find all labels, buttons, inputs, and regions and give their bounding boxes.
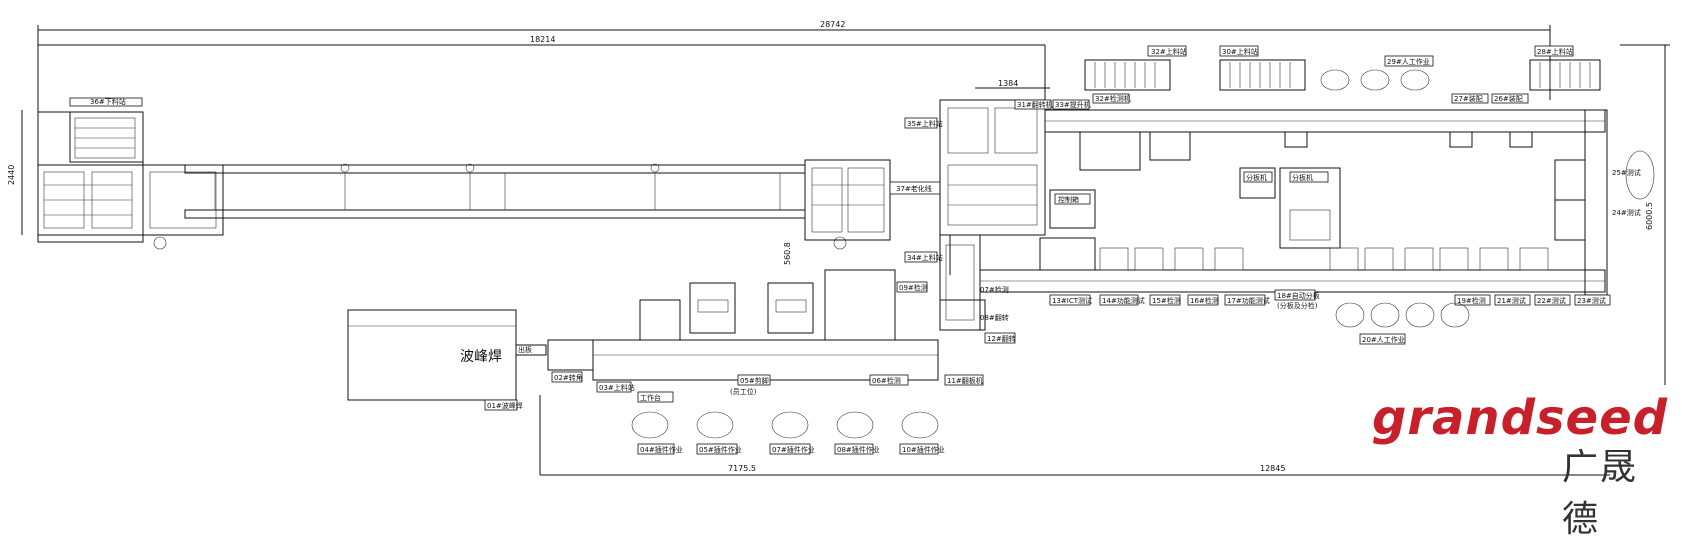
lower-section: 波峰焊 01#波峰焊 出板 02#转角 03#上料站 05#剪脚 06#检测 (…	[347, 269, 1610, 476]
label-lower-section-1: 02#转角	[554, 373, 583, 382]
line-layout-diagram: 28742 18214 2440 36#下料站	[7, 20, 1670, 476]
label-lower-section-5: 07#检测	[980, 285, 1009, 294]
lower-loop: 13#ICT测试 14#功能测试 15#检测 16#检测 17#功能测试 18#…	[979, 237, 1611, 345]
dim-right-height: 6000.5	[1645, 202, 1654, 230]
label-upper-5: 31#翻转机	[1017, 100, 1053, 109]
overall-dimension: 28742	[37, 20, 1551, 230]
dim-left-height: 2440	[7, 165, 16, 185]
label-lower-section-2: 03#上料站	[599, 383, 635, 392]
dim-vertical-small: 560.8	[783, 242, 792, 265]
label-lower-5: 17#功能测试	[1227, 296, 1270, 305]
brand-logo: grandseed 广晟德	[1372, 390, 1672, 540]
label-lower-11: 20#人工作业	[1362, 335, 1405, 344]
label-unloader: 36#下料站	[90, 97, 126, 106]
dim-overall-length: 28742	[820, 20, 845, 29]
label-lower-section-3: 05#剪脚	[740, 376, 769, 385]
label-lower-sub: (分板及分检)	[1277, 301, 1318, 310]
label-small-tag: 出板	[518, 345, 532, 354]
label-lower-8: 21#测试	[1497, 296, 1526, 305]
label-lower-loader: 34#上料站	[907, 253, 943, 262]
label-upper-3: 29#人工作业	[1387, 57, 1430, 66]
label-lower-3: 15#检测	[1152, 296, 1181, 305]
label-aging: 37#老化线	[896, 184, 932, 193]
label-lower-section-7: 11#翻板机	[947, 376, 983, 385]
right-loop-end: 6000.5 25#测试 24#测试	[1554, 44, 1670, 385]
label-lower-2: 14#功能测试	[1102, 296, 1145, 305]
label-upper-1: 32#上料站	[1151, 47, 1187, 56]
label-lower-section-4: 06#检测	[872, 376, 901, 385]
label-side-loader: 35#上料站	[907, 119, 943, 128]
label-splitter-right: 分板机	[1292, 173, 1313, 182]
label-lower-9: 22#测试	[1537, 296, 1566, 305]
center-blocks: 控制箱 分板机 分板机	[1049, 167, 1341, 249]
label-lower-10: 23#测试	[1577, 296, 1606, 305]
layout-drawing: 28742 18214 2440 36#下料站	[7, 20, 1672, 540]
label-upper-4: 28#上料站	[1537, 47, 1573, 56]
label-upper-2: 30#上料站	[1222, 47, 1258, 56]
left-unloader: 36#下料站	[37, 97, 144, 243]
label-control: 控制箱	[1058, 195, 1079, 204]
dim-top-connector: 1384	[998, 79, 1018, 88]
dim-main-line: 18214	[530, 35, 555, 44]
label-lower-4: 16#检测	[1190, 296, 1219, 305]
label-lower-section-9: 09#检测	[899, 283, 928, 292]
bottom-operators	[631, 411, 939, 439]
label-wave-solder-tag: 01#波峰焊	[487, 401, 523, 410]
dim-right-bottom: 12845	[1260, 464, 1285, 473]
label-upper-6: 33#提升机	[1055, 100, 1091, 109]
label-upper-11: 24#测试	[1612, 208, 1641, 217]
operator-2: 05#插件作业	[699, 445, 742, 454]
main-conveyor: 37#老化线	[142, 159, 941, 250]
label-wave-solder: 波峰焊	[460, 349, 502, 365]
lower-operators	[1335, 302, 1470, 328]
label-upper-8: 27#装配	[1454, 94, 1483, 103]
label-upper-7: 32#检测机	[1095, 94, 1131, 103]
operator-3: 07#插件作业	[772, 445, 815, 454]
ops-note: (员工位)	[730, 387, 757, 396]
upper-loop: 32#上料站 30#上料站 29#人工作业 28#上料站 31#翻转机 33#提…	[1014, 45, 1606, 171]
brand-name: grandseed	[1372, 390, 1668, 446]
operator-1: 04#插件作业	[640, 445, 683, 454]
upper-operators	[1320, 69, 1430, 91]
label-lower-6: 18#自动分板	[1277, 291, 1320, 300]
label-upper-9: 26#装配	[1494, 94, 1523, 103]
label-upper-10: 25#测试	[1612, 168, 1641, 177]
label-lower-section-6: 08#翻转	[980, 313, 1009, 322]
label-lower-7: 19#检测	[1457, 296, 1486, 305]
dim-lower-bottom: 7175.5	[728, 464, 756, 473]
label-lower-section-8: 12#翻转	[987, 334, 1016, 343]
brand-cn: 广晟德	[1562, 447, 1639, 540]
junction: 35#上料站 34#上料站 1384 560.8	[783, 79, 1050, 331]
label-splitter-left: 分板机	[1246, 173, 1267, 182]
label-lower-1: 13#ICT测试	[1052, 296, 1092, 305]
main-line-dimension: 18214	[38, 35, 1046, 100]
operator-5: 10#插件作业	[902, 445, 945, 454]
left-note: 工作台	[640, 393, 661, 402]
operator-4: 08#插件作业	[837, 445, 880, 454]
